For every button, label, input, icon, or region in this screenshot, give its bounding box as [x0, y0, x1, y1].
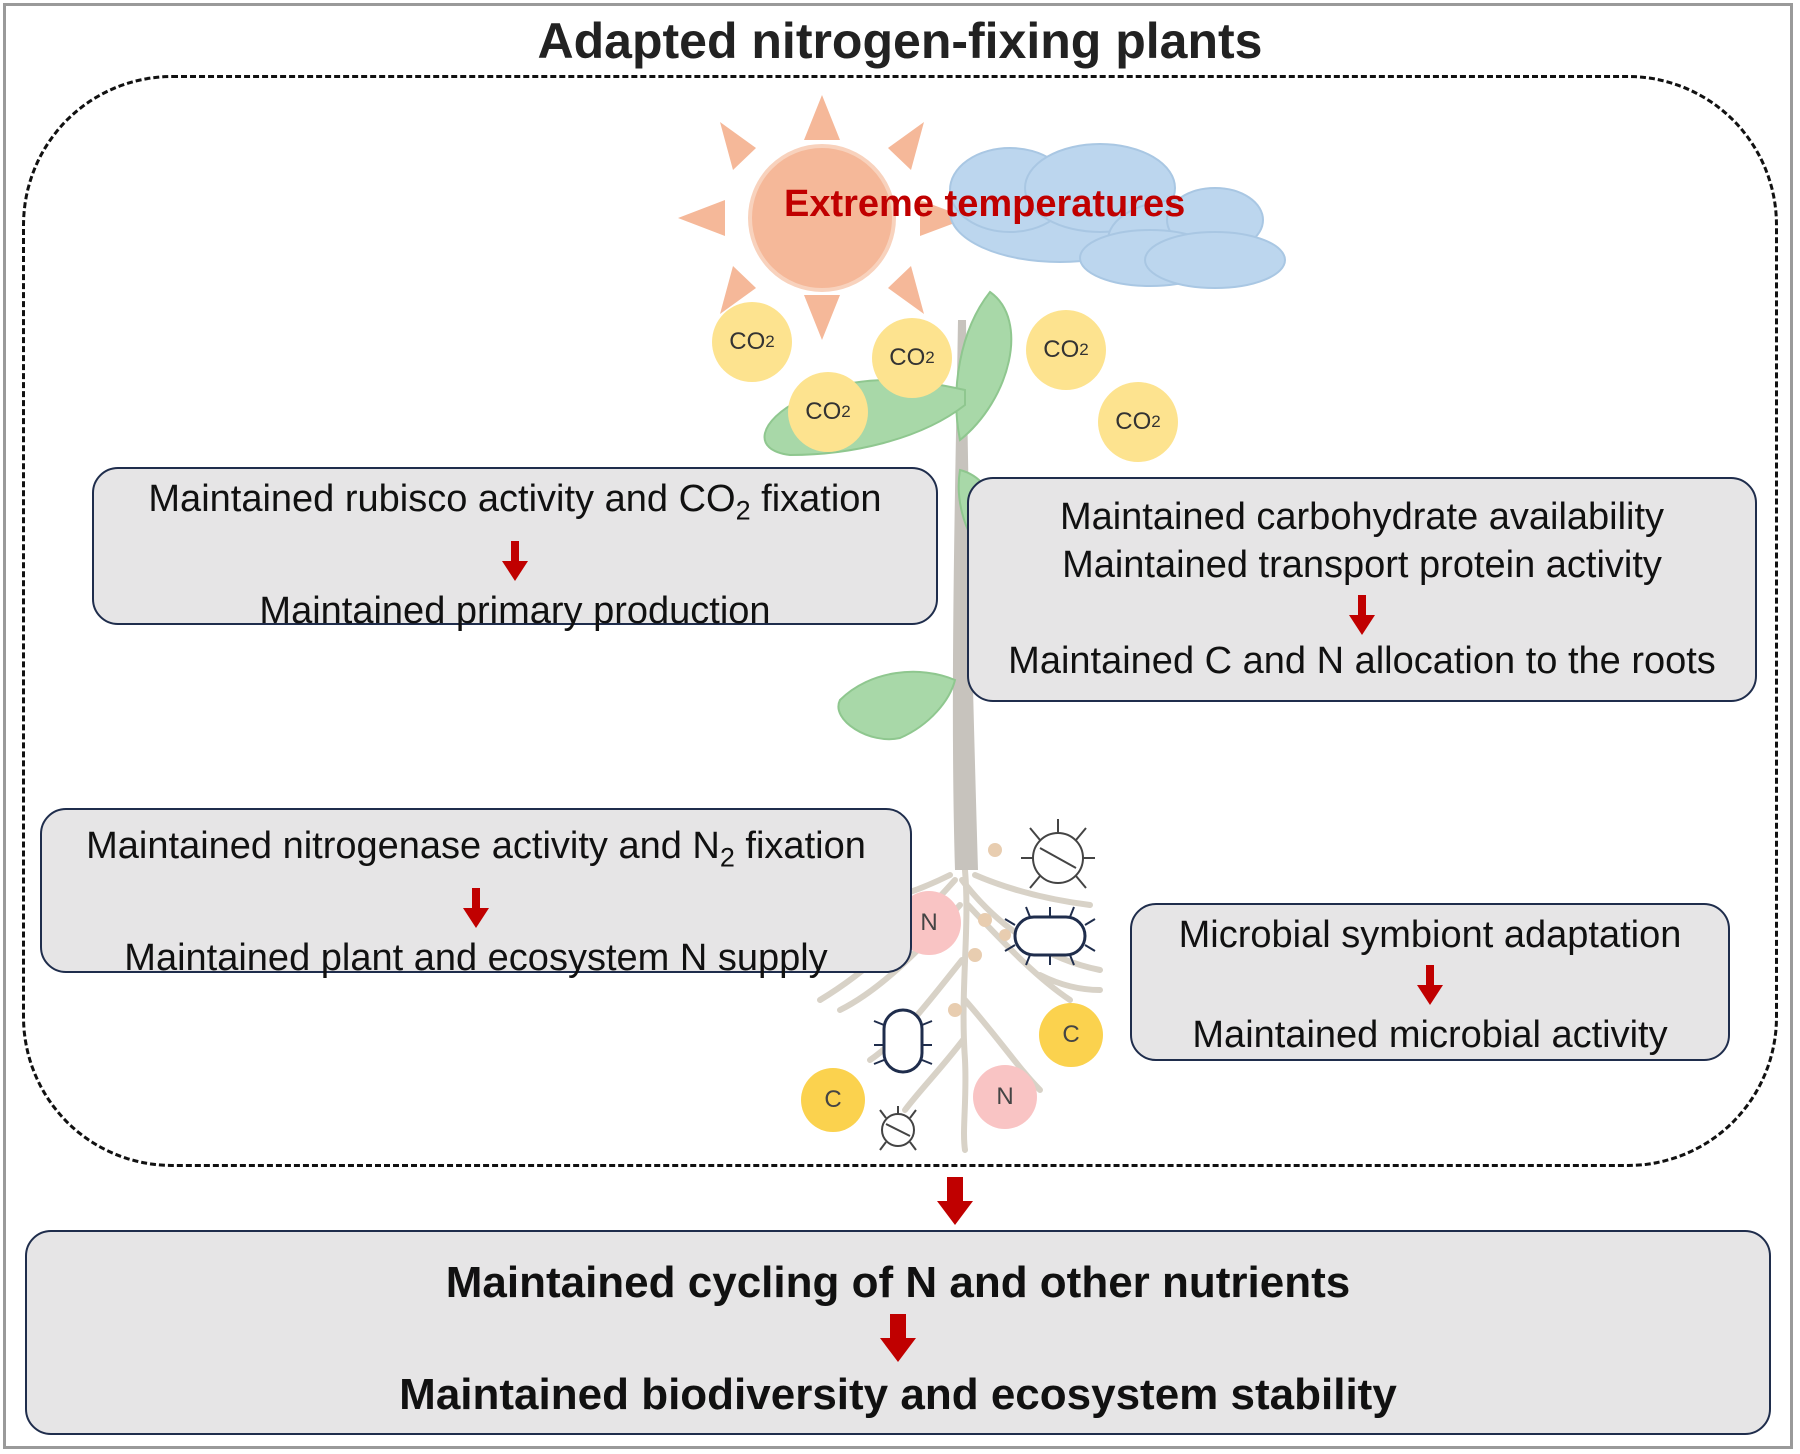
sun-icon — [678, 95, 968, 340]
down-arrow-icon — [27, 1312, 1769, 1366]
carbohydrate-text: Maintained carbohydrate availability — [1059, 496, 1665, 538]
carbon-nutrient: C — [801, 1068, 865, 1132]
down-arrow-icon — [94, 535, 936, 587]
microbe-icon — [881, 832, 1084, 1147]
nitrogenase-cause-text: Maintained nitrogenase activity and N2 f… — [86, 825, 866, 873]
microbial-cause-text: Microbial symbiont adaptation — [1178, 914, 1682, 956]
rubisco-effect-text: Maintained primary production — [259, 589, 771, 632]
outcome-box: Maintained cycling of N and other nutrie… — [25, 1230, 1771, 1435]
nitrogenase-effect-text: Maintained plant and ecosystem N supply — [124, 936, 828, 979]
stress-label: Extreme temperatures — [784, 183, 1186, 225]
plant-stem — [952, 320, 978, 870]
carbohydrate-box: Maintained carbohydrate availability Mai… — [967, 477, 1757, 702]
cloud-icon — [949, 143, 1286, 289]
allocation-text: Maintained C and N allocation to the roo… — [1008, 640, 1716, 682]
figure-frame — [3, 3, 1793, 1449]
bacterium-icon — [882, 915, 1087, 1074]
microbial-effect-text: Maintained microbial activity — [1192, 1014, 1668, 1056]
transport-protein-text: Maintained transport protein activity — [1062, 544, 1662, 586]
rubisco-cause-text: Maintained rubisco activity and CO2 fixa… — [148, 478, 882, 526]
carbon-nutrient: C — [1039, 1003, 1103, 1067]
down-arrow-icon — [1132, 959, 1728, 1011]
figure-title: Adapted nitrogen-fixing plants — [537, 13, 1263, 69]
down-arrow-icon — [969, 589, 1755, 637]
down-arrow-icon — [42, 882, 910, 934]
biodiversity-text: Maintained biodiversity and ecosystem st… — [399, 1370, 1397, 1419]
microbial-box: Microbial symbiont adaptation Maintained… — [1130, 903, 1730, 1061]
plant-system-boundary — [22, 75, 1778, 1167]
rubisco-box: Maintained rubisco activity and CO2 fixa… — [92, 467, 938, 632]
nitrogenase-box: Maintained nitrogenase activity and N2 f… — [40, 808, 912, 979]
nutrient-cycling-text: Maintained cycling of N and other nutrie… — [445, 1258, 1351, 1307]
nitrogen-nutrient: N — [973, 1065, 1037, 1129]
down-arrow-icon — [937, 1177, 973, 1225]
